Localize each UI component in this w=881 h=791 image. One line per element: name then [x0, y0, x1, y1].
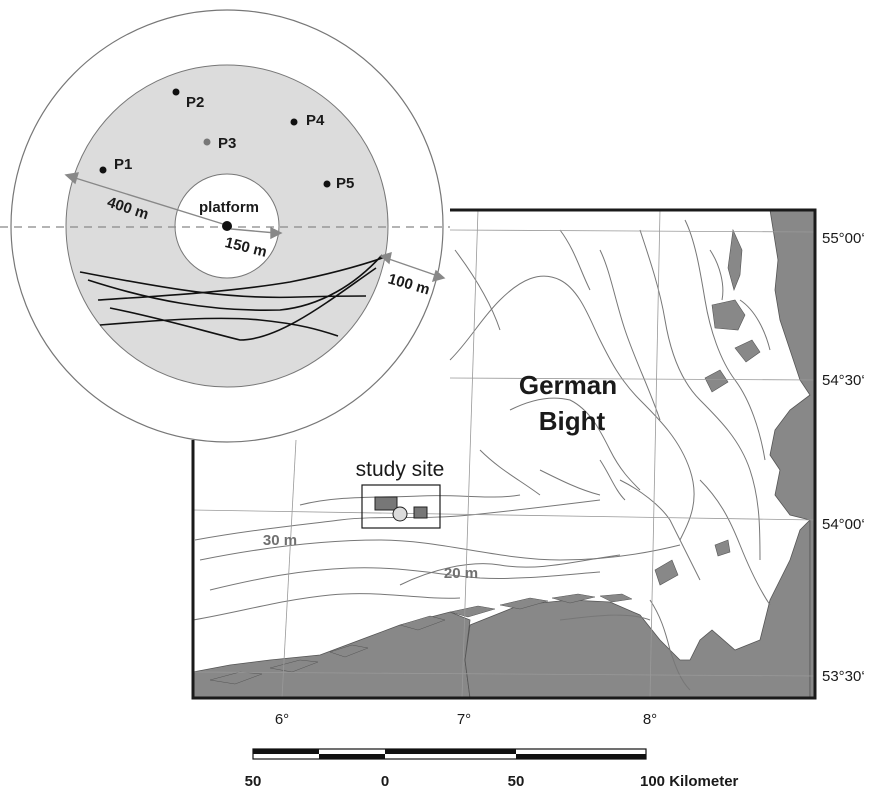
- sample-label-p5: P5: [336, 175, 354, 192]
- lon-label: 8°: [643, 711, 657, 728]
- depth-contours: [192, 219, 771, 691]
- inset-diagram: P1 P2 P3 P4 P5 platform 400 m 150 m 100 …: [0, 9, 450, 443]
- land-germany-south: [464, 519, 811, 699]
- scale-label: 0: [381, 773, 389, 790]
- barrier-islands: [209, 593, 633, 685]
- sample-point-p4: [290, 118, 298, 126]
- depth-label-20m: 20 m: [444, 565, 478, 582]
- sample-label-p2: P2: [186, 94, 204, 111]
- map-frame: [191, 208, 817, 700]
- sample-point-p1: [99, 166, 107, 174]
- scale-bar: 50 0 50 100 Kilometer: [245, 748, 739, 790]
- island: [727, 228, 743, 291]
- scale-label: 100 Kilometer: [640, 773, 739, 790]
- sample-label-p3: P3: [218, 135, 236, 152]
- sample-label-p4: P4: [306, 112, 325, 129]
- island: [711, 299, 746, 331]
- lat-label: 54°30‘: [822, 372, 865, 389]
- sample-point-p5: [323, 180, 331, 188]
- platform-center-dot: [222, 221, 232, 231]
- scale-label: 50: [245, 773, 262, 790]
- sample-point-p3: [203, 138, 211, 146]
- island: [714, 539, 731, 557]
- platform-label: platform: [199, 199, 259, 216]
- map-title-line1: German: [519, 370, 617, 400]
- scale-label: 50: [508, 773, 525, 790]
- transect-lines: [79, 254, 389, 341]
- study-site-label: study site: [356, 458, 445, 481]
- lat-label: 53°30‘: [822, 668, 865, 685]
- island: [654, 559, 679, 586]
- graticule: [192, 209, 816, 699]
- map-area: German Bight study site 30 m 20 m 6° 7° …: [191, 208, 865, 728]
- lat-label: 55°00‘: [822, 230, 865, 247]
- sample-point-p2: [172, 88, 180, 96]
- depth-label-30m: 30 m: [263, 532, 297, 549]
- distance-arrows: [64, 172, 446, 283]
- sample-label-p1: P1: [114, 156, 132, 173]
- lon-label: 6°: [275, 711, 289, 728]
- lat-label: 54°00‘: [822, 516, 865, 533]
- island: [734, 339, 761, 363]
- lon-label: 7°: [457, 711, 471, 728]
- study-site-box: [361, 484, 441, 529]
- island: [704, 369, 729, 393]
- map-title-line2: Bight: [539, 406, 606, 436]
